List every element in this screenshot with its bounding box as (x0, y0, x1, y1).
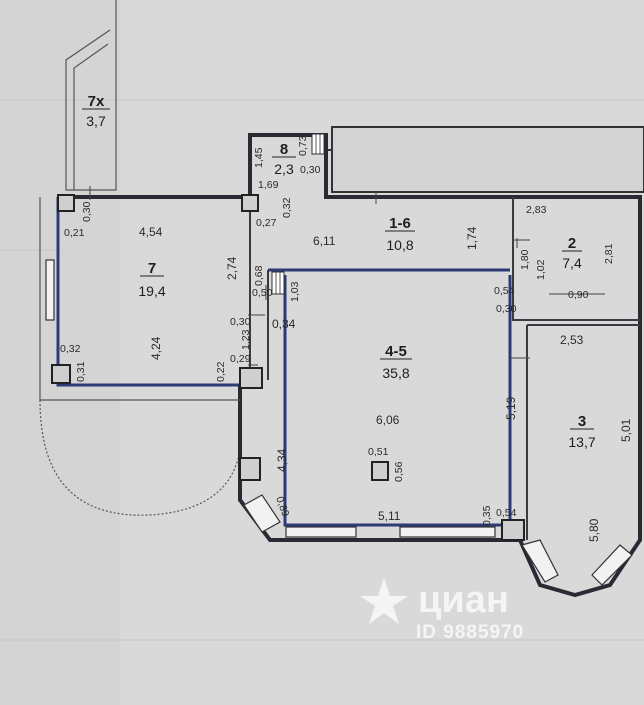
room-8-area: 2,3 (274, 161, 294, 177)
dim-0-34: 0,34 (272, 317, 296, 331)
dim-0-30-a: 0,30 (300, 164, 321, 176)
interior-walls (249, 197, 640, 540)
room-7-area: 19,4 (138, 283, 165, 299)
room-7-number: 7 (148, 260, 156, 277)
dim-0-30-b: 0,30 (81, 201, 93, 222)
dim-1-03: 1,03 (289, 281, 301, 302)
windows (45, 259, 633, 586)
watermark: циан ID 9885970 (360, 578, 524, 643)
watermark-id: ID 9885970 (416, 622, 524, 643)
dim-2-74: 2,74 (225, 256, 239, 280)
columns (51, 194, 525, 541)
room-3-number: 3 (578, 413, 586, 430)
room-1-6-area: 10,8 (386, 237, 413, 253)
watermark-logo-text: циан (418, 579, 509, 621)
dim-0-73: 0,73 (297, 135, 309, 156)
room-labels: 7х 3,7 8 2,3 7 19,4 1-6 10,8 2 7,4 4-5 3… (82, 93, 596, 450)
room-7x-area: 3,7 (86, 113, 106, 129)
room-8-number: 8 (280, 141, 288, 158)
dim-0-30-c: 0,30 (496, 303, 517, 315)
dim-0-54-a: 0,54 (494, 285, 515, 297)
room-4-5-area: 35,8 (382, 365, 409, 381)
dimension-labels: 1,45 0,73 0,30 1,69 0,32 0,30 0,21 4,54 … (60, 135, 633, 542)
room-3-area: 13,7 (568, 434, 595, 450)
dim-0-21: 0,21 (64, 227, 85, 239)
dim-0-35: 0,35 (481, 505, 493, 526)
dim-0-31: 0,31 (75, 361, 87, 382)
dim-5-01: 5,01 (619, 418, 633, 442)
dim-4-54: 4,54 (139, 225, 163, 239)
balcony-ghost-line (39, 399, 241, 516)
room-2-number: 2 (568, 235, 576, 252)
door-marks (89, 186, 605, 366)
dim-0-54-b: 0,54 (496, 507, 517, 519)
dim-0-22: 0,22 (215, 361, 227, 382)
dim-2-53: 2,53 (560, 333, 584, 347)
dim-1-74: 1,74 (465, 226, 479, 250)
dim-0-50: 0,50 (252, 287, 273, 299)
dim-0-90: 0,90 (568, 289, 589, 301)
dim-0-68: 0,68 (253, 265, 265, 286)
dim-1-23: 1,23 (240, 329, 252, 350)
room-2-area: 7,4 (562, 255, 582, 271)
dim-0-32-b: 0,32 (60, 343, 81, 355)
neighbour-block (331, 126, 644, 193)
watermark-logo-icon (360, 578, 408, 624)
dim-0-56: 0,56 (393, 461, 405, 482)
room-1-6-number: 1-6 (389, 215, 411, 232)
dim-0-29: 0,29 (230, 353, 251, 365)
dim-6-11: 6,11 (313, 234, 336, 248)
dim-0-30-d: 0,30 (230, 316, 251, 328)
dim-2-81: 2,81 (603, 243, 615, 264)
dim-1-02: 1,02 (535, 259, 547, 280)
vents (271, 133, 325, 295)
dim-1-69: 1,69 (258, 179, 279, 191)
paper-grid (0, 99, 644, 641)
paper-shade (0, 0, 120, 705)
dim-1-80: 1,80 (519, 249, 531, 270)
dim-1-45: 1,45 (253, 147, 265, 168)
dim-4-34: 4,34 (275, 448, 289, 472)
dim-2-83: 2,83 (526, 204, 547, 216)
dim-0-27: 0,27 (256, 217, 277, 229)
room-7x-outline (65, 0, 117, 191)
room-7x-number: 7х (88, 93, 105, 110)
dim-6-06: 6,06 (376, 413, 400, 427)
dim-5-11: 5,11 (378, 509, 401, 523)
dim-5-80: 5,80 (587, 518, 601, 542)
dim-0-51: 0,51 (368, 446, 389, 458)
room-4-5-number: 4-5 (385, 343, 407, 360)
dim-0-32-a: 0,32 (281, 197, 293, 218)
dim-5-19: 5,19 (504, 396, 518, 420)
dim-4-24: 4,24 (149, 336, 163, 360)
